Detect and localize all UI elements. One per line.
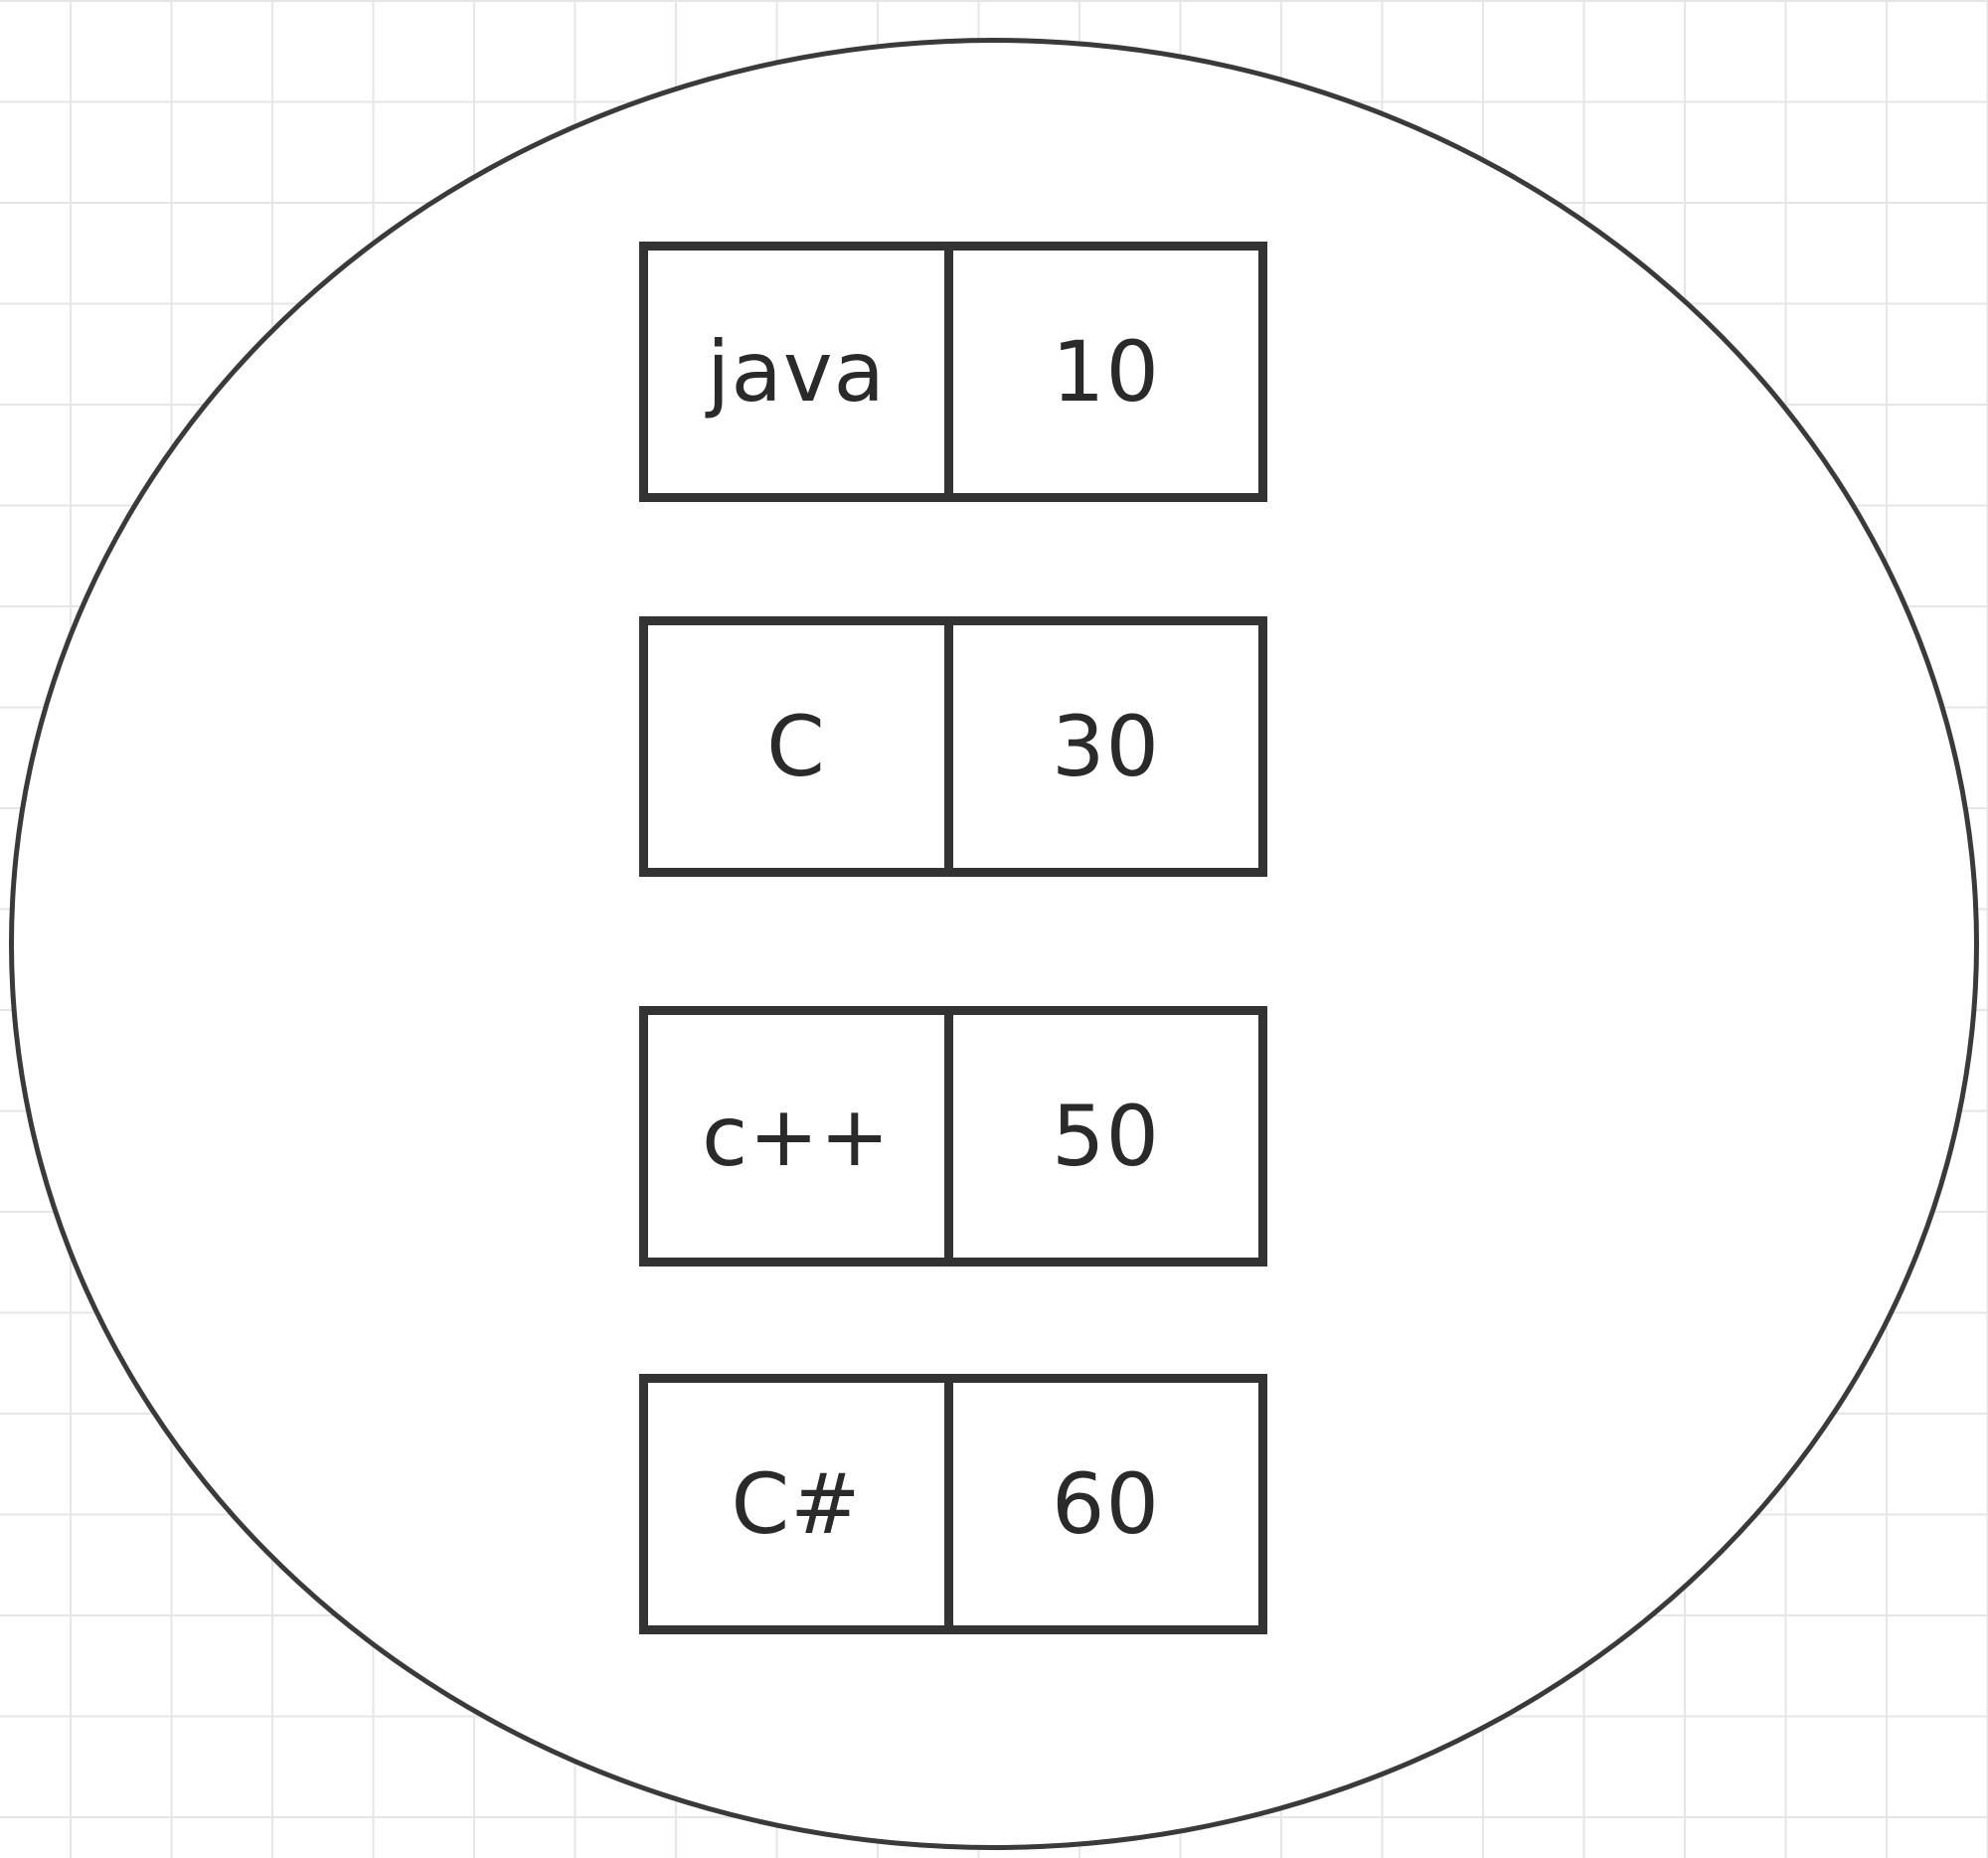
entry-row: C 30 (639, 616, 1267, 877)
entry-row: java 10 (639, 242, 1267, 502)
entry-key: c++ (639, 1006, 953, 1267)
entry-key: C (639, 616, 953, 877)
entry-row: c++ 50 (639, 1006, 1267, 1267)
entry-key: C# (639, 1374, 953, 1634)
entry-key: java (639, 242, 953, 502)
entry-value: 10 (953, 242, 1267, 502)
entry-value: 60 (953, 1374, 1267, 1634)
entry-value: 30 (953, 616, 1267, 877)
entry-row: C# 60 (639, 1374, 1267, 1634)
entry-value: 50 (953, 1006, 1267, 1267)
